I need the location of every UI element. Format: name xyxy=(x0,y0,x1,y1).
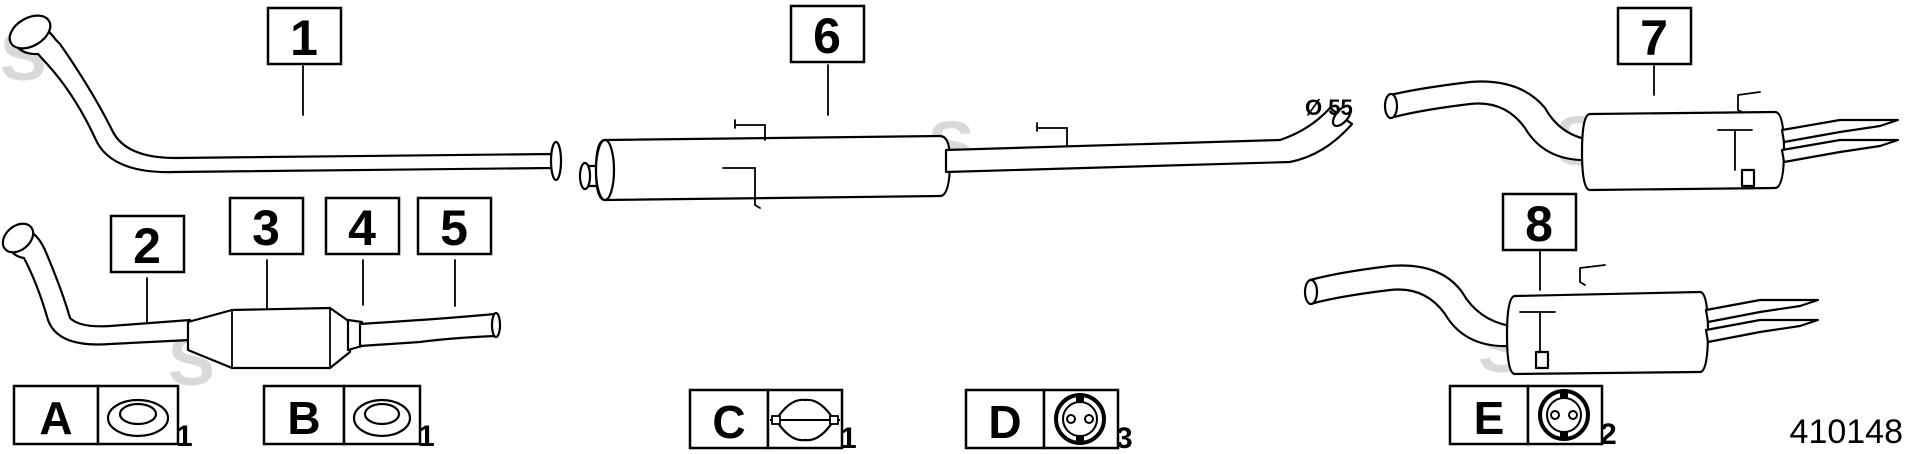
fitting-d: D 3 xyxy=(964,388,1133,454)
part-label-6: 6 xyxy=(789,4,866,64)
gasket-ring-icon xyxy=(106,398,170,438)
pipe-diameter-label: Ø 55 xyxy=(1305,95,1353,120)
svg-text:3: 3 xyxy=(252,200,280,256)
part-7-rear-muffler xyxy=(1383,80,1900,192)
fitting-b: B 1 xyxy=(262,384,435,453)
pipe-clamp-icon xyxy=(770,398,840,442)
part-label-8: 8 xyxy=(1501,192,1578,252)
svg-text:C: C xyxy=(712,396,745,448)
svg-text:B: B xyxy=(287,392,320,444)
part-label-3: 3 xyxy=(228,196,305,256)
rubber-mount-icon xyxy=(1538,389,1590,441)
part-6-center-muffler xyxy=(578,104,1354,209)
svg-text:A: A xyxy=(39,392,72,444)
fitting-e: E 2 xyxy=(1448,384,1617,451)
svg-text:6: 6 xyxy=(813,8,841,64)
part-3-catalytic-converter xyxy=(186,306,352,370)
rubber-mount-icon xyxy=(1054,393,1106,445)
svg-text:4: 4 xyxy=(348,200,376,256)
svg-text:E: E xyxy=(1474,392,1505,444)
svg-text:5: 5 xyxy=(440,200,468,256)
part-label-7: 7 xyxy=(1616,6,1693,66)
svg-text:8: 8 xyxy=(1525,196,1553,252)
svg-text:1: 1 xyxy=(418,420,435,453)
part-5-intermediate-pipe xyxy=(358,311,502,348)
svg-text:2: 2 xyxy=(133,218,161,274)
fitting-a: A 1 xyxy=(12,384,193,453)
part-8-rear-muffler xyxy=(1303,264,1820,376)
part-label-2: 2 xyxy=(109,214,186,274)
svg-text:D: D xyxy=(988,396,1021,448)
svg-text:2: 2 xyxy=(1600,418,1617,451)
part-2-front-pipe xyxy=(1,222,192,346)
fitting-c: C 1 xyxy=(688,388,857,454)
svg-text:1: 1 xyxy=(290,10,318,66)
part-label-5: 5 xyxy=(416,196,493,256)
svg-text:1: 1 xyxy=(840,422,857,454)
svg-text:3: 3 xyxy=(1116,422,1133,454)
gasket-ring-icon xyxy=(352,398,412,438)
part-1-front-pipe xyxy=(8,14,563,182)
svg-text:1: 1 xyxy=(176,420,193,453)
diagram-number: 410148 xyxy=(1790,413,1903,451)
svg-text:7: 7 xyxy=(1640,10,1668,66)
part-label-1: 1 xyxy=(266,6,343,66)
part-label-4: 4 xyxy=(324,196,401,256)
